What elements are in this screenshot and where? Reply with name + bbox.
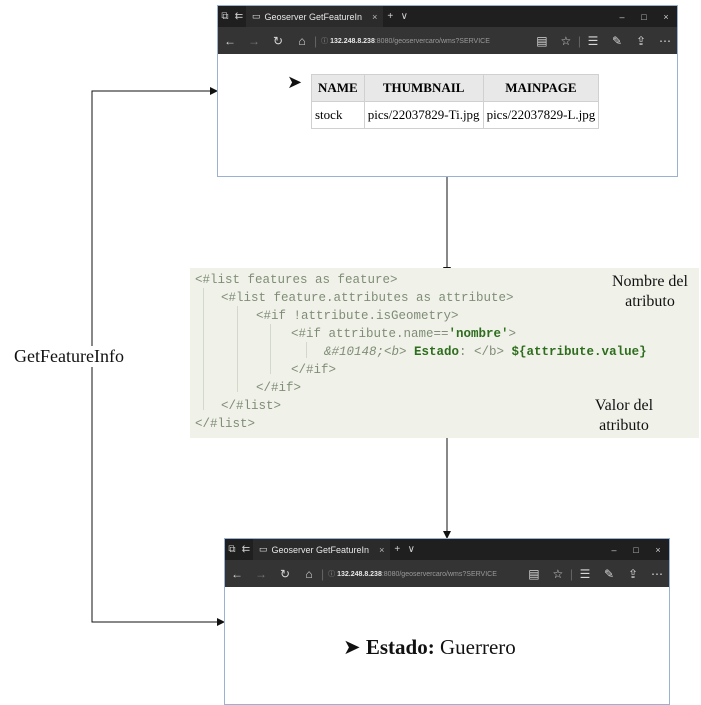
tab-preview-icon[interactable]: ⧉ [228,544,236,555]
close-window-button[interactable]: × [663,11,669,22]
maximize-button[interactable]: □ [641,11,647,22]
freemarker-template-code: <#list features as feature> <#list featu… [190,268,699,438]
address-bar[interactable]: ⓘ 132.248.8.238:8080/geoservercaro/wms?S… [328,570,497,578]
indent-guide [270,324,271,374]
close-tab-icon[interactable]: × [372,11,378,22]
more-menu-icon[interactable]: ⋯ [659,33,671,48]
url-path: :8080/geoservercaro/wms?SERVICE [381,570,497,578]
tab-preview-icon[interactable]: ⧉ [221,11,229,22]
tab-bar: ⧉ ⇇ ▭ Geoserver GetFeatureIn × + ∨ – □ × [218,6,677,27]
annotation-text: atributo [599,417,649,434]
indent-guide [237,306,238,392]
page-icon: ▭ [259,544,268,554]
favorite-star-icon[interactable]: ☆ [552,566,564,581]
column-header-mainpage: MAINPAGE [482,74,600,102]
getfeatureinfo-label: GetFeatureInfo [12,346,126,367]
share-icon[interactable]: ⇪ [635,33,647,48]
reading-view-icon[interactable]: ▤ [528,566,540,581]
divider: | [569,566,573,581]
valor-annotation: Valor del atributo [574,396,674,436]
column-header-name: NAME [311,74,365,102]
pointer-arrow-icon: ➤ [343,635,361,659]
close-tab-icon[interactable]: × [379,544,385,555]
home-icon[interactable]: ⌂ [305,566,313,581]
divider: | [314,33,318,48]
code-line: <#if !attribute.isGeometry> [256,309,459,323]
code-line: &#10148;<b> Estado: </b> ${attribute.val… [324,345,647,359]
annotation-text: atributo [625,293,675,310]
browser-tab[interactable]: ▭ Geoserver GetFeatureIn × [246,6,384,27]
code-line: <#list feature.attributes as attribute> [221,291,514,305]
favorites-hub-icon[interactable]: ☰ [587,33,599,48]
table-cell: pics/22037829-L.jpg [482,101,600,129]
favorites-hub-icon[interactable]: ☰ [579,566,591,581]
maximize-button[interactable]: □ [633,544,639,555]
table-row: stock pics/22037829-Ti.jpg pics/22037829… [311,101,600,129]
tab-title: Geoserver GetFeatureIn [271,544,370,555]
feature-table: NAME THUMBNAIL MAINPAGE stock pics/22037… [311,74,600,129]
minimize-button[interactable]: – [619,11,625,22]
code-line: <#if attribute.name=='nombre'> [291,327,517,341]
refresh-icon[interactable]: ↻ [279,566,291,581]
new-tab-button[interactable]: + [394,544,401,555]
indent-guide [306,342,307,358]
table-cell: stock [311,101,365,129]
tab-menu-icon[interactable]: ∨ [400,11,408,22]
code-line: </#list> [221,399,282,413]
navigation-bar: ← → ↻ ⌂ | ⓘ 132.248.8.238:8080/geoserver… [218,27,677,54]
result-value: Guerrero [439,635,516,659]
url-host: 132.248.8.238 [330,37,375,45]
code-line: </#if> [256,381,302,395]
reading-view-icon[interactable]: ▤ [536,33,548,48]
browser-window-result: ⧉ ⇇ ▭ Geoserver GetFeatureIn × + ∨ – □ ×… [224,538,670,705]
forward-icon[interactable]: → [255,566,267,581]
browser-window-table: ⧉ ⇇ ▭ Geoserver GetFeatureIn × + ∨ – □ ×… [217,5,678,177]
result-label: Estado: [365,635,435,659]
nombre-annotation: Nombre del atributo [596,272,701,312]
table-header-row: NAME THUMBNAIL MAINPAGE [311,74,600,102]
set-aside-tabs-icon[interactable]: ⇇ [241,544,251,555]
new-tab-button[interactable]: + [387,11,394,22]
refresh-icon[interactable]: ↻ [272,33,284,48]
share-icon[interactable]: ⇪ [627,566,639,581]
column-header-thumbnail: THUMBNAIL [363,74,484,102]
more-menu-icon[interactable]: ⋯ [651,566,663,581]
forward-icon[interactable]: → [248,33,260,48]
browser-tab[interactable]: ▭ Geoserver GetFeatureIn × [253,539,391,560]
indent-guide [203,288,204,410]
annotation-text: Nombre del [612,273,688,290]
url-path: :8080/geoservercaro/wms?SERVICE [374,37,490,45]
minimize-button[interactable]: – [611,544,617,555]
divider: | [321,566,325,581]
address-bar[interactable]: ⓘ 132.248.8.238:8080/geoservercaro/wms?S… [321,37,490,45]
close-window-button[interactable]: × [655,544,661,555]
code-line: </#if> [291,363,337,377]
table-cell: pics/22037829-Ti.jpg [363,101,484,129]
navigation-bar: ← → ↻ ⌂ | ⓘ 132.248.8.238:8080/geoserver… [225,560,669,587]
divider: | [577,33,581,48]
url-host: 132.248.8.238 [337,570,382,578]
notes-pen-icon[interactable]: ✎ [603,566,615,581]
back-icon[interactable]: ← [231,566,243,581]
set-aside-tabs-icon[interactable]: ⇇ [234,11,244,22]
annotation-text: Valor del [594,397,654,414]
page-icon: ▭ [252,11,261,21]
tab-menu-icon[interactable]: ∨ [407,544,415,555]
home-icon[interactable]: ⌂ [298,33,306,48]
notes-pen-icon[interactable]: ✎ [611,33,623,48]
result-output: ➤ Estado: Guerrero [343,635,516,660]
pointer-arrow-icon: ➤ [287,72,303,92]
tab-bar: ⧉ ⇇ ▭ Geoserver GetFeatureIn × + ∨ – □ × [225,539,669,560]
code-line: </#list> [195,417,256,431]
tab-title: Geoserver GetFeatureIn [264,11,363,22]
code-line: <#list features as feature> [195,273,398,287]
back-icon[interactable]: ← [224,33,236,48]
favorite-star-icon[interactable]: ☆ [560,33,572,48]
